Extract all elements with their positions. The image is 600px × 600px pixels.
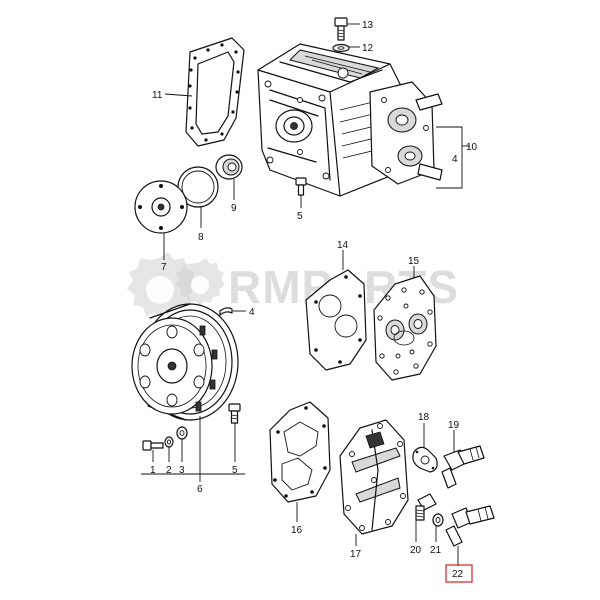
- callout-9: 9: [231, 203, 237, 214]
- callout-5-top: 5: [297, 211, 303, 222]
- callout-15: 15: [408, 256, 420, 267]
- callout-22: 22: [452, 569, 464, 580]
- callout-4-top: 4: [452, 154, 458, 165]
- part-seal-plate-7: [134, 180, 188, 234]
- callout-10: 10: [466, 142, 478, 153]
- callout-7: 7: [161, 262, 167, 273]
- leader-lines: [141, 23, 470, 566]
- part-gasket-16: [269, 401, 331, 503]
- callout-17: 17: [350, 549, 362, 560]
- part-washer-21: [432, 513, 444, 527]
- part-shaft-seal-9: [215, 154, 243, 180]
- callout-19: 19: [448, 420, 460, 431]
- part-washer-12: [332, 43, 350, 53]
- part-clutch-6: [131, 303, 239, 421]
- part-bolt-1: [142, 440, 164, 451]
- callout-labels: 11 13 12 10 4 5 9 8 7 4 14 15 1 2 3 5 6 …: [150, 20, 478, 580]
- part-gasket-18: [412, 446, 438, 473]
- part-oring-8: [177, 166, 219, 208]
- part-valve-plate-15: [373, 275, 437, 381]
- callout-14: 14: [337, 240, 349, 251]
- part-bolt-5-upper: [295, 177, 307, 196]
- callout-21: 21: [430, 545, 442, 556]
- callout-12: 12: [362, 43, 374, 54]
- part-fitting-22: [445, 505, 495, 547]
- highlight-box-22: [445, 564, 473, 583]
- part-cylinder-head-17: [339, 419, 409, 535]
- callout-2: 2: [166, 465, 172, 476]
- part-compressor-body-10: [257, 43, 443, 197]
- part-bolt-5-clutch: [228, 403, 241, 424]
- callout-5-clutch: 5: [232, 465, 238, 476]
- part-key-4: [219, 307, 233, 316]
- part-washer-2: [164, 436, 174, 448]
- callout-20: 20: [410, 545, 422, 556]
- callout-6: 6: [197, 484, 203, 495]
- part-fitting-19: [441, 445, 485, 489]
- part-gasket-14: [305, 269, 367, 371]
- part-gasket-11: [185, 37, 245, 147]
- callout-18: 18: [418, 412, 430, 423]
- callout-8: 8: [198, 232, 204, 243]
- callout-4-key: 4: [249, 307, 255, 318]
- callout-16: 16: [291, 525, 303, 536]
- part-bolt-13: [334, 17, 348, 41]
- part-washer-3: [176, 426, 188, 440]
- callout-3: 3: [179, 465, 185, 476]
- callout-1: 1: [150, 465, 156, 476]
- callout-11: 11: [152, 90, 163, 101]
- part-bolt-20: [415, 493, 437, 521]
- callout-13: 13: [362, 20, 374, 31]
